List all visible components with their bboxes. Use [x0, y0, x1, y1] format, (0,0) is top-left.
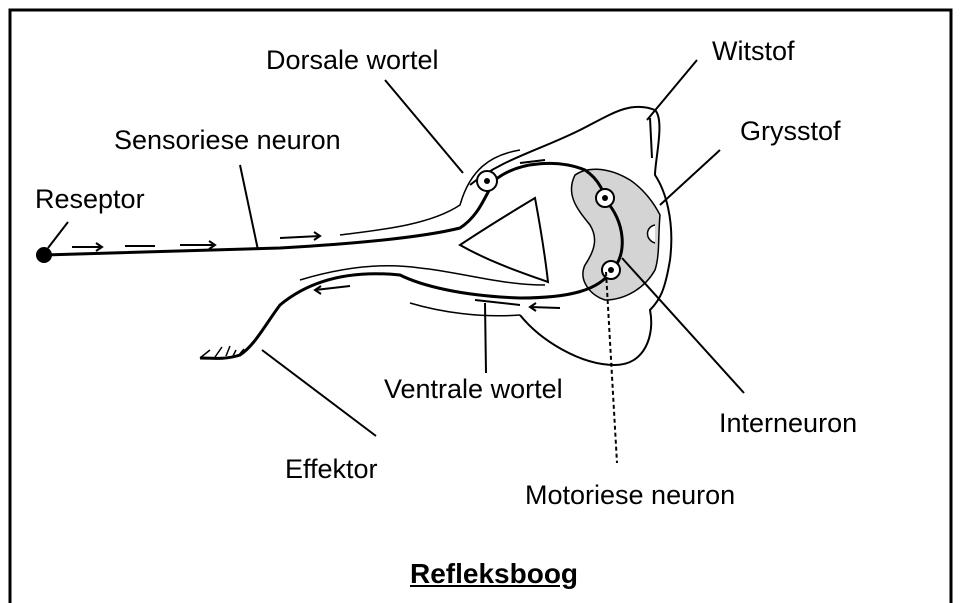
label-reseptor: Reseptor — [35, 186, 145, 213]
leader-reseptor — [48, 222, 68, 248]
label-ventrale-wortel: Ventrale wortel — [384, 376, 563, 403]
leader-witstof — [647, 60, 697, 120]
motor-neuron-path — [200, 270, 612, 358]
leader-dorsale-wortel — [385, 80, 463, 173]
frame-border — [10, 10, 951, 603]
leader-motoriese-neuron — [606, 272, 617, 463]
dorsal-root-ganglion-cell — [477, 171, 497, 191]
label-sensoriese-neuron: Sensoriese neuron — [114, 127, 341, 154]
label-motoriese-neuron: Motoriese neuron — [525, 482, 735, 509]
central-triangle — [460, 198, 548, 282]
label-grysstof: Grysstof — [740, 118, 841, 145]
leader-interneuron — [622, 258, 744, 393]
leader-witstof-tick — [650, 118, 652, 158]
leader-sensoriese-neuron — [240, 165, 258, 250]
motor-neuron-cell — [602, 261, 620, 279]
label-effektor: Effektor — [285, 456, 378, 483]
sensory-neuron-path-outer — [340, 150, 520, 235]
ventral-root-lower-outline — [410, 303, 520, 316]
label-interneuron: Interneuron — [719, 410, 857, 437]
interneuron-cell — [596, 189, 614, 207]
leader-effektor — [262, 350, 376, 436]
grey-matter — [571, 169, 660, 300]
receptor-dot — [36, 247, 52, 263]
label-witstof: Witstof — [712, 38, 795, 65]
leader-ventrale-wortel — [485, 303, 486, 373]
label-dorsale-wortel: Dorsale wortel — [266, 47, 439, 74]
leader-grysstof — [660, 150, 720, 205]
diagram-caption: Refleksboog — [410, 560, 578, 588]
